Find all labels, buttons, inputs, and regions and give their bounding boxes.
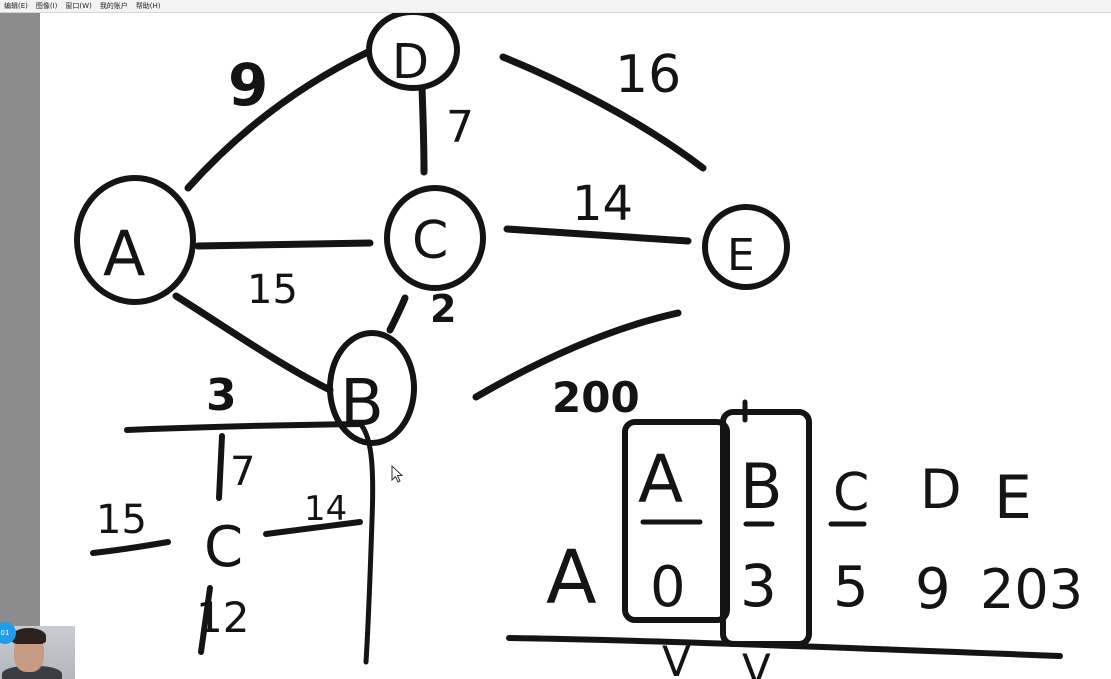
sketch-underline-15 (90, 539, 171, 556)
table-header-b: B (740, 450, 783, 523)
node-d-label: D (392, 34, 429, 90)
sketch-weight-3: 3 (206, 370, 237, 421)
node-e-circle (702, 204, 790, 290)
weight-c-b: 2 (430, 287, 456, 331)
sketch-weight-7: 7 (230, 449, 255, 495)
edge-a-c (194, 239, 374, 250)
menu-image[interactable]: 图像(I) (35, 2, 58, 10)
webcam-hair (12, 628, 46, 644)
table-header-e: E (994, 463, 1032, 533)
cursor-arrow-icon (391, 464, 404, 483)
node-e-label: E (727, 230, 755, 281)
whiteboard-canvas[interactable]: D A C E B 9 16 7 14 15 2 200 3 7 15 C 14… (40, 13, 1111, 679)
edge-d-c (418, 84, 428, 176)
table-value-c: 5 (833, 555, 869, 620)
table-value-d: 9 (915, 557, 951, 622)
table-value-b: 3 (740, 552, 777, 620)
sketch-weight-12: 12 (196, 593, 249, 642)
menu-edit[interactable]: 编辑(E) (4, 2, 28, 10)
edge-a-d (184, 48, 372, 192)
edge-a-b (172, 292, 334, 394)
weight-b-e: 200 (552, 373, 640, 422)
menu-bar: 编辑(E) 图像(I) 窗口(W) 我的账户 帮助(H) (0, 0, 1111, 13)
sketch-line-14 (263, 519, 363, 537)
table-source-label: A (546, 535, 597, 621)
node-b-circle (327, 330, 417, 446)
webcam-overlay[interactable] (0, 626, 75, 679)
node-d-circle (366, 13, 460, 91)
edge-d-e (499, 53, 707, 172)
visited-mark-a: V (662, 637, 691, 679)
menu-window[interactable]: 窗口(W) (65, 2, 92, 10)
weight-a-d: 9 (228, 51, 268, 119)
side-panel-strip (0, 13, 40, 679)
webcam-shirt (2, 666, 62, 679)
edge-c-b (386, 294, 409, 334)
weight-a-c: 15 (247, 267, 298, 313)
visited-mark-b: V (742, 645, 771, 679)
sketch-vertical-line (359, 423, 376, 665)
sketch-horizontal-line (124, 421, 365, 433)
edge-b-e (472, 309, 682, 401)
menu-help[interactable]: 帮助(H) (135, 2, 161, 10)
sketch-tick-bottom (198, 585, 213, 655)
sketch-tick-top (216, 433, 225, 501)
menu-account[interactable]: 我的账户 (99, 2, 128, 10)
table-header-c: C (833, 463, 869, 523)
node-a-label: A (103, 217, 145, 290)
node-c-circle (384, 185, 486, 291)
edge-c-e (503, 225, 692, 245)
table-header-a: A (638, 441, 683, 518)
table-header-d: D (920, 458, 962, 521)
node-a-circle (74, 175, 196, 305)
weight-d-e: 16 (615, 45, 681, 105)
node-c-label: C (412, 211, 448, 271)
table-box-a (622, 419, 730, 623)
sketch-node-c: C (204, 515, 243, 580)
table-baseline (506, 635, 1063, 659)
table-value-e: 203 (980, 558, 1083, 621)
sketch-weight-15: 15 (96, 497, 147, 543)
weight-c-e: 14 (572, 176, 633, 232)
table-value-a: 0 (650, 555, 686, 620)
weight-d-c: 7 (446, 102, 474, 153)
webcam-badge-icon[interactable]: 01 (0, 622, 16, 644)
whiteboard-drawing: D A C E B 9 16 7 14 15 2 200 3 7 15 C 14… (74, 13, 1083, 679)
